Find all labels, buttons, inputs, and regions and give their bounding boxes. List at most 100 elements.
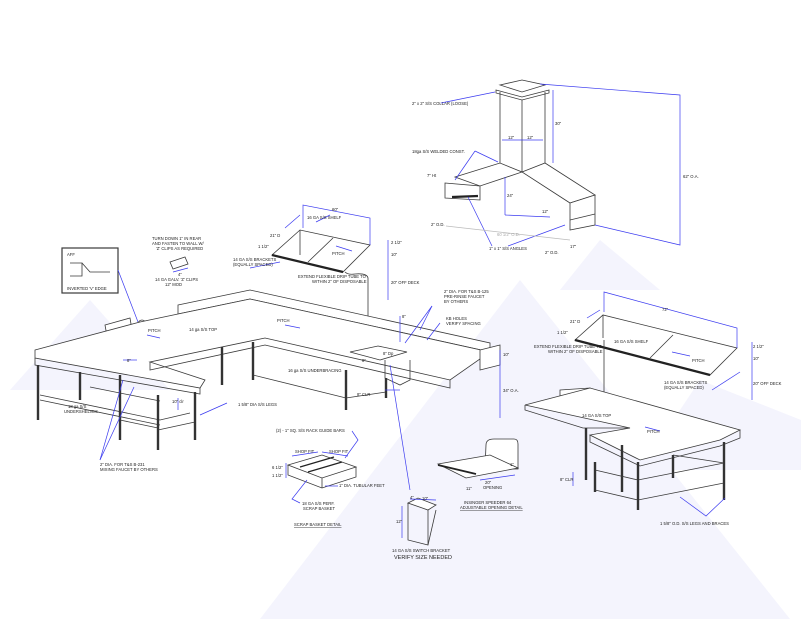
hood-depth: 17" [570, 244, 577, 249]
shelf-left-pitch: PITCH [332, 251, 345, 256]
main-clear-a: 10" clr [172, 399, 184, 404]
main-pitch-a: PITCH [148, 328, 161, 333]
right-dishtable [524, 387, 742, 517]
main-faucet-spacing-b: 8" [402, 314, 406, 319]
main-undershelves-2: UNDERSHELVES [64, 409, 98, 414]
main-legs-label: 1 5/8" DIA S/S LEGS [238, 402, 277, 407]
shelf-left-lip: 1 1/2" [258, 244, 269, 249]
main-undershelves-1: 18 ga S/S [68, 404, 87, 409]
main-kb-holes-2: VERIFY SPACING [446, 321, 481, 326]
right-overshelf [574, 291, 753, 400]
scrap-basket-detail [285, 430, 359, 504]
bracket-w: 4" [410, 495, 414, 500]
basket-guide-bars: (2) - 1" SQ. S/S RACK GUIDE BARS [276, 428, 345, 433]
hood-width-b: 12" [527, 135, 534, 140]
right-shelf-pitch: PITCH [692, 358, 705, 363]
clips-note-3: 'Z' CLIPS AS REQUIRED [156, 246, 203, 251]
hood-construction-label: 18ga S/S WELDED CONST. [412, 149, 465, 154]
inset-caption: INVERTED 'V' EDGE [67, 286, 107, 291]
main-prerinse-3: BY OTHERS [444, 299, 468, 304]
right-shelf-brackets-1: 14 GA S/S BRACKETS [664, 380, 707, 385]
main-sink-dp: 8" Dp [383, 351, 394, 356]
main-sink-depth: 8" [362, 358, 366, 363]
main-underbracing-label: 16 ga S/S UNDERBRACING [288, 368, 342, 373]
exhaust-hood [444, 79, 596, 231]
hood-width-a: 12" [508, 135, 515, 140]
inverted-v-edge-detail [61, 247, 147, 329]
spreader-title-2: ADJUSTABLE OPENING DETAIL [460, 505, 523, 510]
right-shelf-drip-2: WITHIN 2" OF DISPOSABLE [548, 349, 603, 354]
hood-small-height: 7" Ht [427, 173, 437, 178]
bracket-label: 14 GA S/S SWITCH BRACKET [392, 548, 451, 553]
bracket-d: 10" [422, 496, 429, 501]
shelf-left-off-deck: 20" OFF DECK [391, 280, 420, 285]
hood-angles-label: 1" x 1" S/S ANGLES [489, 246, 527, 251]
right-legs-label: 1 5/8" O.D. S/S LEGS AND BRACES [660, 521, 729, 526]
basket-h-a: 6 1/2" [272, 465, 283, 470]
z-clip-detail [169, 256, 189, 273]
main-table-dimensions [99, 305, 501, 491]
main-top-label: 14 ga S/S TOP [189, 327, 217, 332]
hood-opening: 12" [542, 209, 549, 214]
basket-h-b: 1 1/2" [272, 473, 283, 478]
basket-label-1: 18 GA S/S PERF. [302, 501, 335, 506]
spreader-h: 1" [510, 462, 514, 467]
shelf-left-brackets-1: 14 GA S/S BRACKETS [233, 257, 276, 262]
basket-fit-b: SHOP FIT [329, 449, 349, 454]
main-pitch-b: PITCH [277, 318, 290, 323]
left-overshelf [249, 204, 389, 345]
hood-span: 60 1/2" O.D. [497, 232, 520, 237]
bracket-note: VERIFY SIZE NEEDED [394, 555, 452, 561]
switch-bracket-detail [401, 497, 437, 546]
main-height: 34" O.A. [503, 388, 519, 393]
clips-label-1: 14 GA GALV. 'Z' CLIPS [155, 277, 198, 282]
shelf-left-brackets-2: (EQUALLY SPACED) [233, 262, 273, 267]
hood-arm-height: 24" [507, 193, 514, 198]
right-shelf-edge: 2 1/2" [753, 344, 764, 349]
main-prerinse-2: PRE-RINSE FAUCET [444, 294, 485, 299]
hood-collar-height: 30" [555, 121, 562, 126]
hood-overall-height: 62" O.A. [683, 174, 699, 179]
bracket-h: 12" [396, 519, 403, 524]
right-shelf-brackets-2: (EQUALLY SPACED) [664, 385, 704, 390]
right-shelf-label: 16 GA S/S SHELF [614, 339, 649, 344]
hood-od-left: 2" O.D. [431, 222, 445, 227]
spreader-opening-1: 20" [485, 480, 492, 485]
basket-title: SCRAP BASKET DETAIL [294, 522, 342, 527]
shelf-left-depth: 21" D [270, 233, 280, 238]
right-top-pitch: PITCH [647, 429, 660, 434]
right-shelf-lip: 1 1/2" [557, 330, 568, 335]
speeder-opening-detail [436, 438, 520, 481]
shelf-left-drip-1: EXTEND FLEXIBLE DRIP TUBE TO [298, 274, 367, 279]
right-clear: 8" CLR [560, 477, 573, 482]
spreader-opening-2: OPENING [483, 485, 502, 490]
main-dishtable [34, 289, 501, 450]
shelf-left-length: 60" [332, 207, 339, 212]
main-faucet-spacing-a: 8" [127, 358, 131, 363]
clips-note-2: AND FASTEN TO WALL W/ [152, 241, 204, 246]
right-shelf-depth: 21" D [570, 319, 580, 324]
shelf-left-bracket-h: 10" [391, 252, 398, 257]
main-prerinse-1: 2" DIA. FOR T&S B-125 [444, 289, 489, 294]
shelf-left-edge: 2 1/2" [391, 240, 402, 245]
shelf-left-drip-2: WITHIN 2" OF DISPOSABLE [312, 279, 367, 284]
basket-feet: 1" DIA. TUBULAR FEET [339, 483, 385, 488]
main-clear-b: 8" CLR [357, 392, 370, 397]
main-mixing-faucet-1: 2" DIA. FOR T&S B-231 [100, 462, 145, 467]
right-top-label: 14 GA S/S TOP [582, 413, 611, 418]
clips-note-1: TURN DOWN 1" IN REAR [152, 236, 201, 241]
main-splash-height: 10" [503, 352, 510, 357]
right-shelf-off-deck: 20" OFF DECK [753, 381, 782, 386]
right-shelf-length: 72" [662, 307, 669, 312]
basket-fit-a: SHOP FIT [295, 449, 315, 454]
shelf-left-shelf-label: 16 GA S/S SHELF [307, 215, 342, 220]
hood-collar-label: 2" x 2" S/S COLLAR (LOOSE) [412, 101, 469, 106]
spreader-title-1: INSINGER SPEEDER 64 [464, 500, 512, 505]
hood-dimensions [440, 83, 681, 247]
right-shelf-drip-1: EXTEND FLEXIBLE DRIP TUBE TO [534, 344, 603, 349]
clips-label-2: 12" MOD [165, 282, 182, 287]
hood-od-right: 2" O.D. [545, 250, 559, 255]
inset-aff: AFF [67, 252, 75, 257]
